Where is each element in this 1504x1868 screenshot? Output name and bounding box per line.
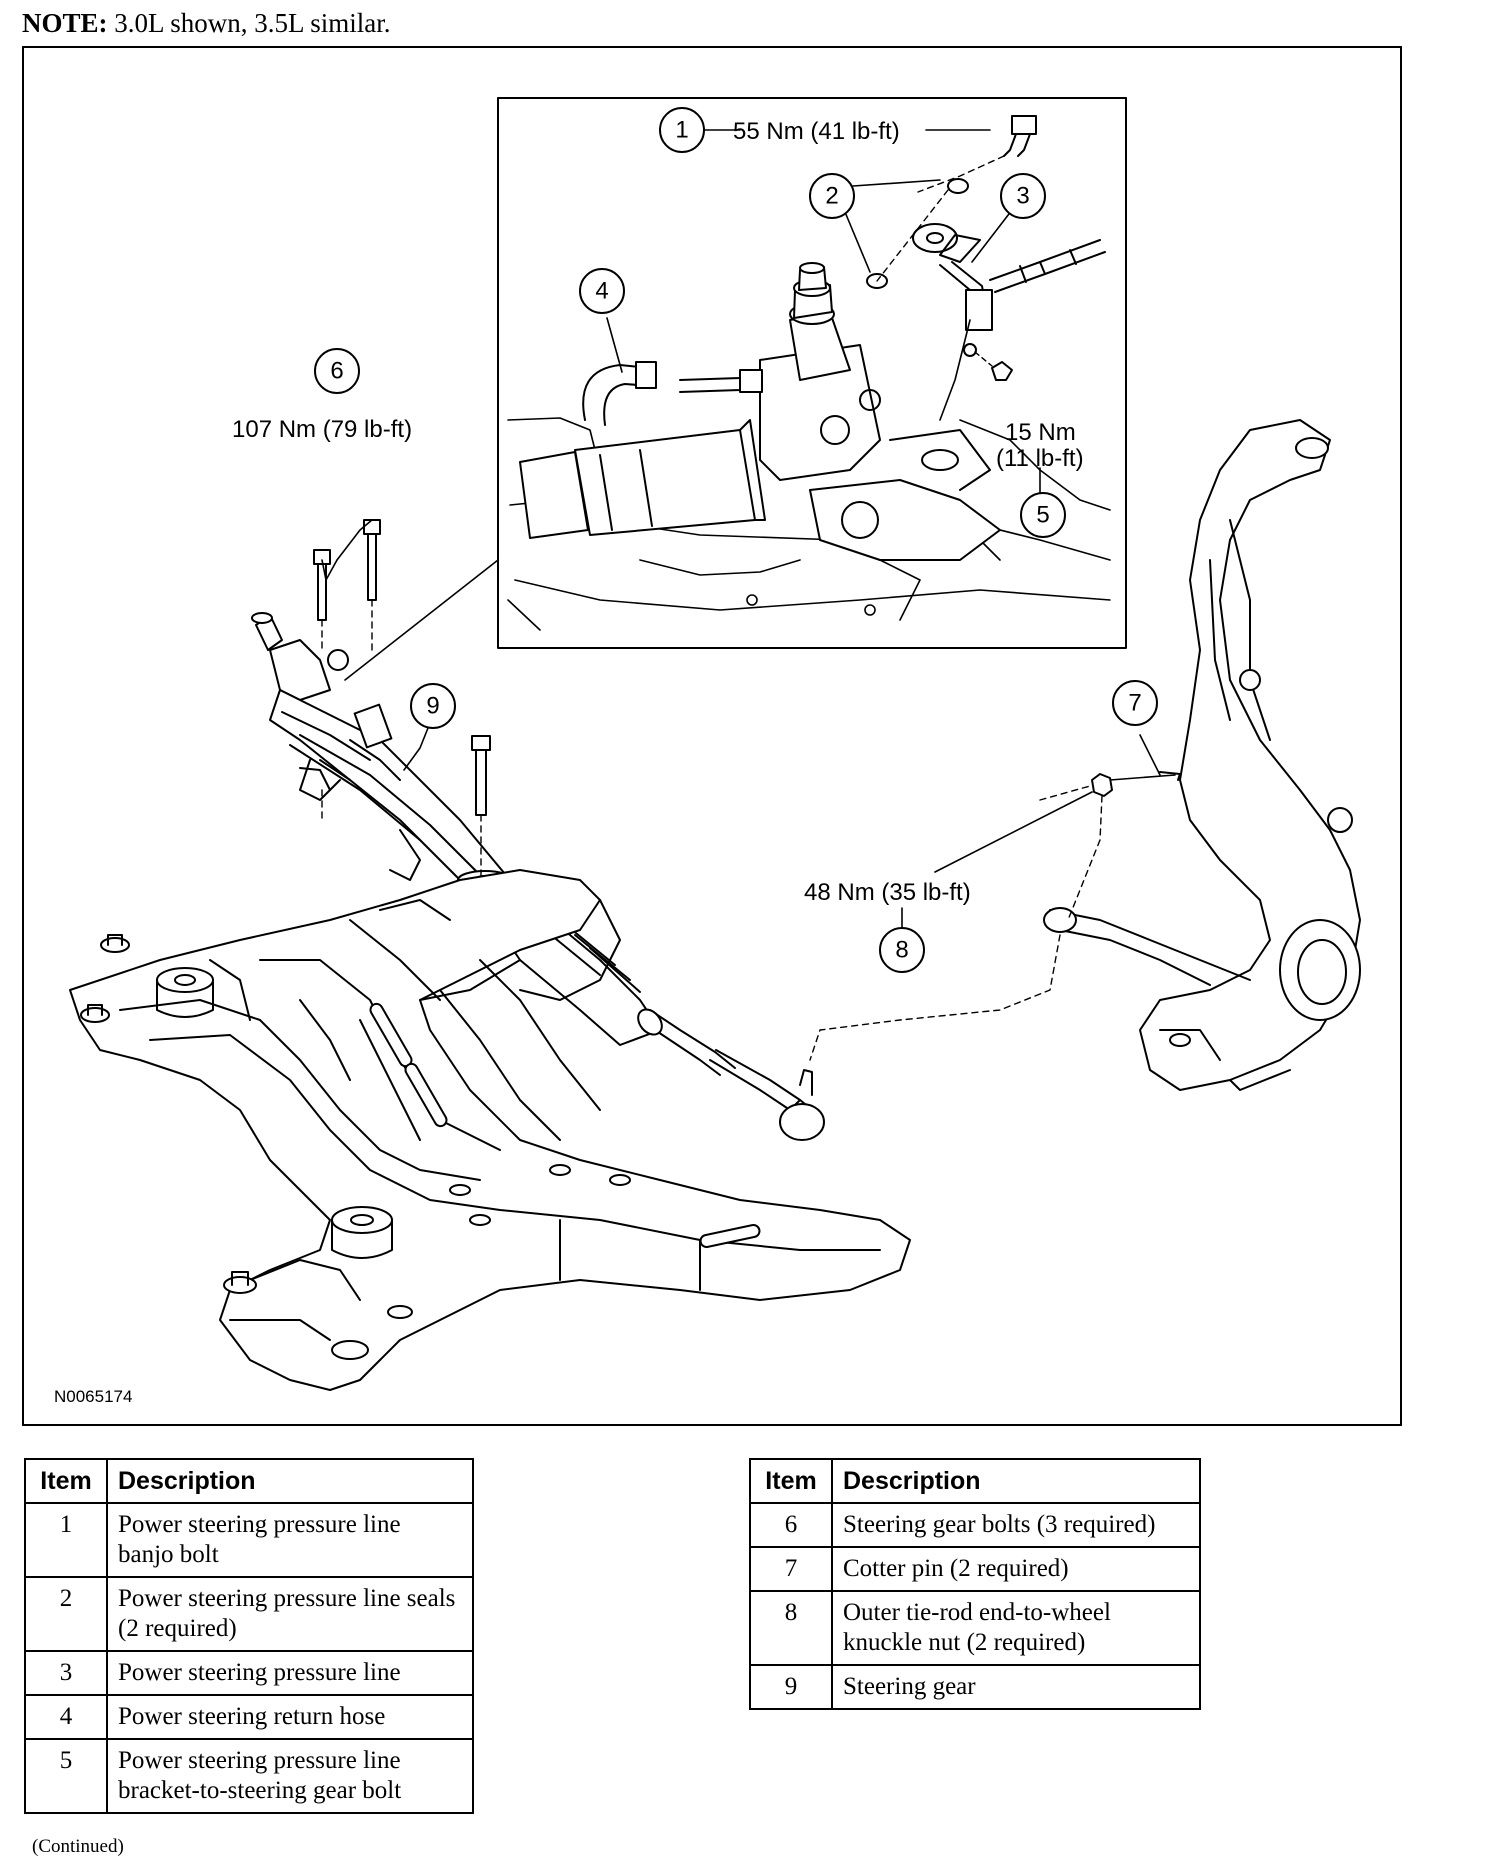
main-wheel-knuckle	[1043, 419, 1361, 1091]
row-item: 4	[24, 1694, 108, 1740]
inset-return-hose	[582, 361, 763, 426]
row-description: Power steering pressure line bracket-to-…	[106, 1738, 474, 1814]
item-table-right: Item Description 6 Steering gear bolts (…	[749, 1458, 1201, 1710]
table-row: 7 Cotter pin (2 required)	[749, 1546, 1201, 1592]
callout-circle-4	[579, 268, 625, 314]
torque-label-5-line1: 15 Nm	[1005, 419, 1076, 446]
row-item: 7	[749, 1546, 833, 1592]
callout-6: 6	[330, 358, 343, 385]
continued-note: (Continued)	[32, 1836, 124, 1857]
callout-3: 3	[1016, 183, 1029, 210]
table-row: 3 Power steering pressure line	[24, 1650, 474, 1696]
callout-9: 9	[426, 693, 439, 720]
inset-connector-line	[344, 559, 499, 681]
torque-label-1: 55 Nm (41 lb-ft)	[733, 118, 900, 145]
callout-circle-3	[1000, 173, 1046, 219]
row-item: 5	[24, 1738, 108, 1814]
header-description: Description	[106, 1458, 474, 1504]
table-row: 9 Steering gear	[749, 1664, 1201, 1710]
note: NOTE: 3.0L shown, 3.5L similar.	[22, 8, 391, 39]
main-steering-gear	[251, 612, 825, 1141]
callout-circles	[314, 107, 1158, 973]
table-row: 4 Power steering return hose	[24, 1694, 474, 1740]
row-description: Power steering pressure line banjo bolt	[106, 1502, 474, 1578]
row-item: 8	[749, 1590, 833, 1666]
callout-circle-8	[879, 927, 925, 973]
main-cotter-pin-and-nut	[809, 771, 1181, 1061]
main-subframe-mounts	[80, 934, 631, 1360]
row-item: 6	[749, 1502, 833, 1548]
inset-banjo-bolt	[866, 115, 1037, 289]
header-description: Description	[831, 1458, 1201, 1504]
table-row: 5 Power steering pressure line bracket-t…	[24, 1738, 474, 1814]
callout-circle-2	[809, 173, 855, 219]
torque-label-8: 48 Nm (35 lb-ft)	[804, 879, 971, 906]
row-description: Power steering return hose	[106, 1694, 474, 1740]
callout-circle-6	[314, 348, 360, 394]
table-row: 2 Power steering pressure line seals (2 …	[24, 1576, 474, 1652]
steering-gear-diagram: 1 2 3 4 5 6 7 8 9 55 Nm (41 lb-ft) 15 Nm…	[54, 97, 1361, 1406]
callout-2: 2	[825, 183, 838, 210]
row-item: 2	[24, 1576, 108, 1652]
row-item: 3	[24, 1650, 108, 1696]
callout-8: 8	[895, 937, 908, 964]
table-header-row: Item Description	[24, 1458, 474, 1504]
table-row: 8 Outer tie-rod end-to-wheel knuckle nut…	[749, 1590, 1201, 1666]
callout-4: 4	[595, 278, 608, 305]
inset-bracket-bolt	[974, 351, 1013, 381]
note-text: 3.0L shown, 3.5L similar.	[114, 8, 391, 38]
torque-label-6: 107 Nm (79 lb-ft)	[232, 416, 412, 443]
item-table-left: Item Description 1 Power steering pressu…	[24, 1458, 474, 1814]
row-description: Power steering pressure line seals (2 re…	[106, 1576, 474, 1652]
callout-circle-1	[659, 107, 705, 153]
inset-pressure-line	[912, 223, 1106, 421]
callout-7: 7	[1128, 690, 1141, 717]
callout-5: 5	[1036, 502, 1049, 529]
note-label: NOTE:	[22, 8, 108, 38]
row-item: 9	[749, 1664, 833, 1710]
callout-circle-7	[1112, 680, 1158, 726]
main-leader-lines	[321, 519, 1161, 929]
main-subframe	[69, 869, 911, 1391]
callout-1: 1	[675, 117, 688, 144]
row-description: Power steering pressure line	[106, 1650, 474, 1696]
table-row: 6 Steering gear bolts (3 required)	[749, 1502, 1201, 1548]
header-item: Item	[24, 1458, 108, 1504]
diagram-frame	[22, 46, 1402, 1426]
row-description: Outer tie-rod end-to-wheel knuckle nut (…	[831, 1590, 1201, 1666]
inset-steering-gear	[519, 262, 1001, 561]
row-description: Steering gear bolts (3 required)	[831, 1502, 1201, 1548]
torque-label-5-line2: (11 lb-ft)	[996, 445, 1084, 472]
row-description: Steering gear	[831, 1664, 1201, 1710]
callout-circle-9	[410, 683, 456, 729]
row-description: Cotter pin (2 required)	[831, 1546, 1201, 1592]
figure-reference: N0065174	[54, 1387, 132, 1406]
table-row: 1 Power steering pressure line banjo bol…	[24, 1502, 474, 1578]
header-item: Item	[749, 1458, 833, 1504]
row-item: 1	[24, 1502, 108, 1578]
inset-leader-lines	[606, 129, 1041, 493]
main-steering-gear-bolts	[313, 519, 491, 881]
table-header-row: Item Description	[749, 1458, 1201, 1504]
callout-circle-5	[1020, 492, 1066, 538]
